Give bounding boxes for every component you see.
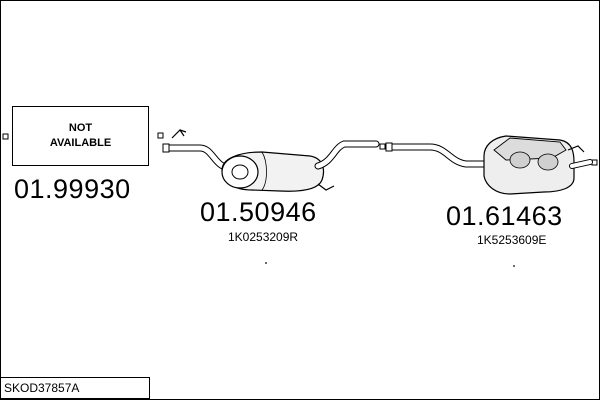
connector-square-mid-start <box>379 143 386 150</box>
centre-muffler-assembly <box>162 129 380 192</box>
not-available-line2: AVAILABLE <box>49 137 112 149</box>
muffler-seam <box>261 151 267 191</box>
connector-square-left <box>2 133 9 140</box>
rear-hanger <box>567 145 585 153</box>
rear-inlet-pipe-inner <box>385 144 491 167</box>
rear-silencer-assembly <box>384 135 593 195</box>
rear-link-pipe-inner <box>315 141 379 169</box>
front-pipe-end <box>162 143 170 153</box>
tailpipe-inner <box>570 160 592 168</box>
system-code-label: SKOD37857A <box>0 377 150 399</box>
marker-dot-2 <box>513 265 515 267</box>
oem-number-2: 1K0253209R <box>228 230 299 244</box>
part-number-1: 01.99930 <box>14 174 131 204</box>
rear-silencer-chamber-b <box>537 153 559 171</box>
part-number-3: 01.61463 <box>446 201 563 231</box>
rear-inlet-pipe-end <box>385 142 393 152</box>
part-number-2: 01.50946 <box>200 197 317 227</box>
hanger-clip <box>171 129 187 139</box>
hanger-bracket <box>317 183 335 191</box>
not-available-line1: NOT <box>68 122 93 134</box>
marker-dot-1 <box>265 262 267 264</box>
oem-number-3: 1K5253609E <box>477 233 547 247</box>
centre-muffler-inlet <box>231 164 249 180</box>
not-available-box: NOT AVAILABLE <box>12 106 149 166</box>
rear-silencer-chamber-a <box>509 151 531 169</box>
connector-square-front-pipe <box>157 132 164 139</box>
